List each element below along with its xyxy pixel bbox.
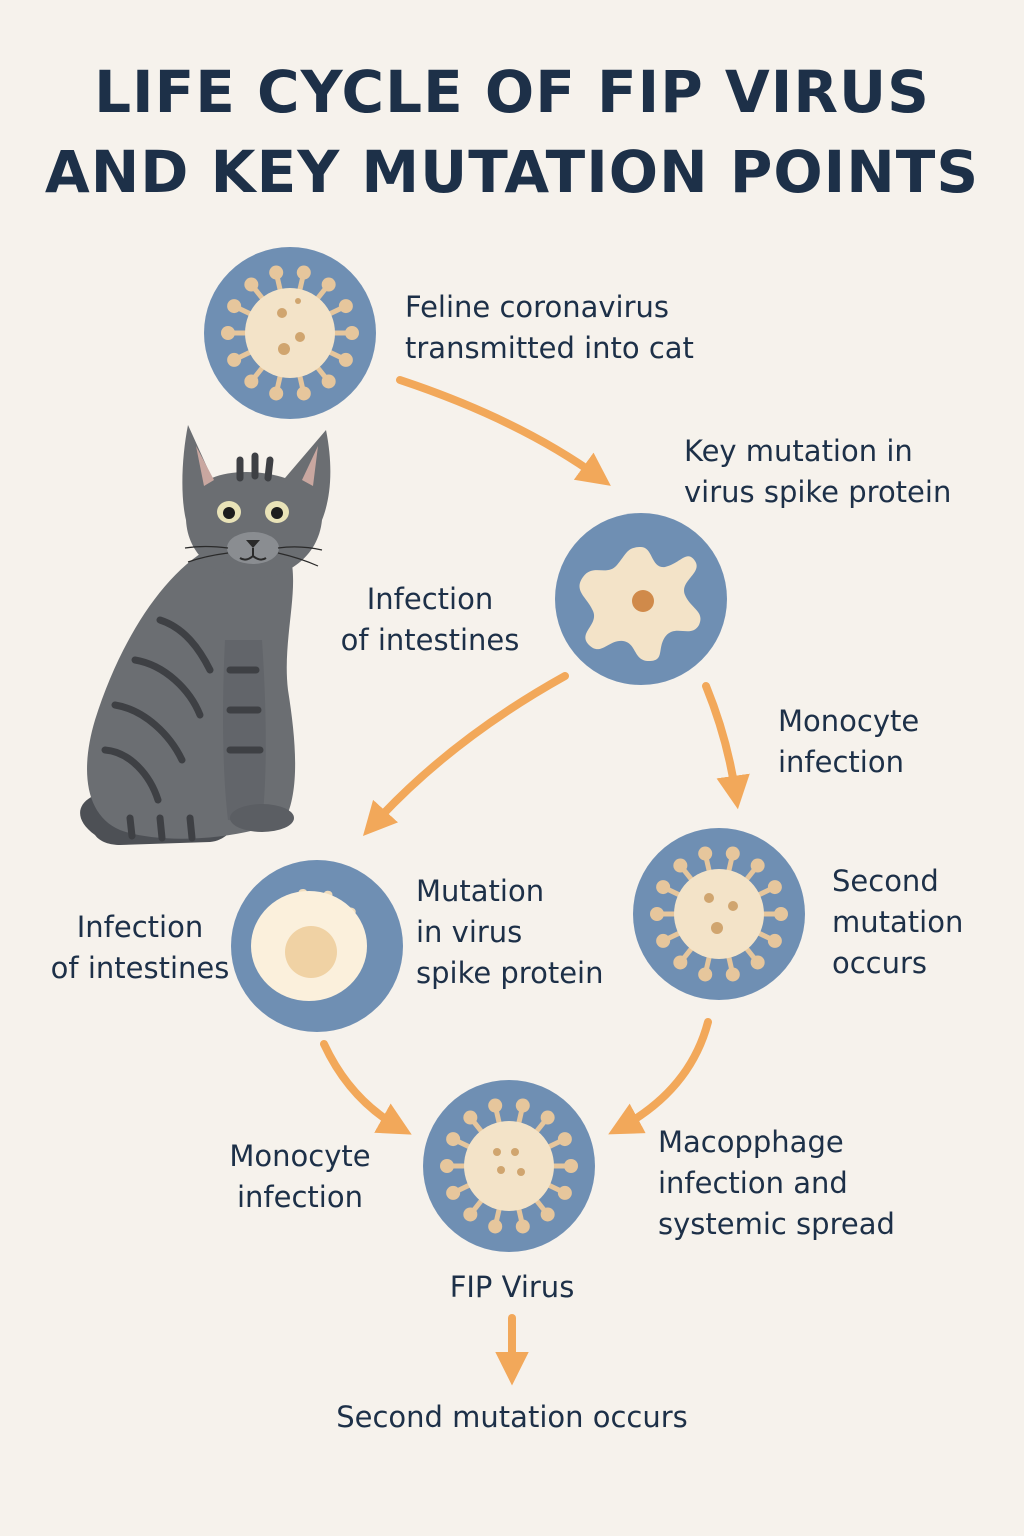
virus-spike-tip xyxy=(345,326,359,340)
virus-spike-tip xyxy=(446,1185,461,1200)
label-macrophage: Macopphage infection and systemic spread xyxy=(658,1125,895,1241)
virus-spike-tip xyxy=(269,386,284,401)
arrow-mutation-to-right-virus xyxy=(702,682,750,810)
virus-spike-tip xyxy=(488,1098,503,1113)
label-infection-intestines-center: Infection of intestines xyxy=(340,582,520,657)
title-line-1: LIFE CYCLE OF FIP VIRUS xyxy=(94,58,930,126)
label-transmitted: Feline coronavirus transmitted into cat xyxy=(405,290,694,365)
virus-spike-tip xyxy=(463,1207,478,1222)
virus-spike-tip xyxy=(244,277,259,292)
mutated-virus-icon xyxy=(555,513,727,685)
label-monocyte-infection-left: Monocyte infection xyxy=(229,1139,371,1214)
virus-spike-tip xyxy=(446,1132,461,1147)
virus-spike-tip xyxy=(440,1159,454,1173)
arrow-transmitted-to-mutation xyxy=(396,376,611,486)
label-fip-virus: FIP Virus xyxy=(449,1270,575,1304)
virus-spike-tip xyxy=(557,1185,572,1200)
virus-spike-tip xyxy=(227,299,242,314)
virus-spike-tip xyxy=(488,1219,503,1234)
label-monocyte-infection-right: Monocyte infection xyxy=(778,704,920,779)
virus-spike-tip xyxy=(725,846,740,861)
virus-spike-tip xyxy=(321,277,336,292)
label-infection-intestines-left: Infection of intestines xyxy=(50,910,230,985)
label-key-mutation: Key mutation in virus spike protein xyxy=(684,434,952,509)
virus-spike-tip xyxy=(227,352,242,367)
virus-spike-tip xyxy=(515,1219,530,1234)
virus-spike-tip xyxy=(698,967,713,982)
virus-spike-tip xyxy=(269,265,284,280)
virus-spike-tip xyxy=(338,352,353,367)
virus-spike-tip xyxy=(296,265,311,280)
virus-spike-tip xyxy=(750,955,765,970)
virus-spike-tip xyxy=(767,933,782,948)
virus-spike-tip xyxy=(557,1132,572,1147)
virus-spike-tip xyxy=(750,858,765,873)
virus-spike-tip xyxy=(698,846,713,861)
arrow-left-cell-to-fip xyxy=(320,1040,412,1135)
virus-spike-tip xyxy=(463,1110,478,1125)
virus-spike-tip xyxy=(515,1098,530,1113)
virus-spike-tip xyxy=(656,880,671,895)
virus-spike-tip xyxy=(540,1207,555,1222)
title-line-2: AND KEY MUTATION POINTS xyxy=(44,138,980,206)
virus-spike-tip xyxy=(296,386,311,401)
virus-spike-tip xyxy=(673,955,688,970)
virus-spike-tip xyxy=(564,1159,578,1173)
virus-spike-tip xyxy=(540,1110,555,1125)
virus-spike-tip xyxy=(774,907,788,921)
virus-spike-tip xyxy=(673,858,688,873)
virus-spike-tip xyxy=(656,933,671,948)
virus-spike-tip xyxy=(221,326,235,340)
virus-icon-top xyxy=(204,247,376,419)
virus-spike-tip xyxy=(338,299,353,314)
cell-icon-left xyxy=(231,860,403,1032)
virus-spike-tip xyxy=(321,374,336,389)
virus-spike-tip xyxy=(650,907,664,921)
virus-spike-tip xyxy=(725,967,740,982)
cat-illustration xyxy=(80,425,331,845)
label-mutation-spike: Mutation in virus spike protein xyxy=(416,874,604,990)
label-second-mutation-bottom: Second mutation occurs xyxy=(336,1400,688,1434)
arrow-right-virus-to-fip xyxy=(608,1018,712,1135)
virus-icon-fip xyxy=(423,1080,595,1252)
arrow-mutation-to-left-cell xyxy=(362,672,569,836)
virus-icon-right xyxy=(633,828,805,1000)
virus-spike-tip xyxy=(767,880,782,895)
virus-spike-tip xyxy=(244,374,259,389)
label-second-mutation-right: Second mutation occurs xyxy=(832,864,964,980)
